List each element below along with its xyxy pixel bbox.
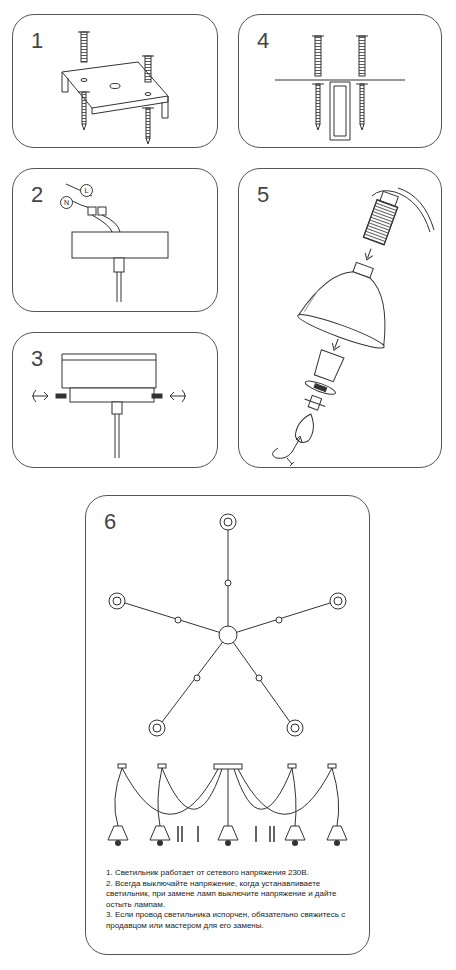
step-number: 5	[257, 183, 269, 207]
step-panel: 2 L N	[12, 168, 218, 312]
wire-label: N	[64, 199, 69, 207]
chandelier-side-view	[108, 764, 347, 846]
step-number: 4	[257, 29, 269, 53]
step-panel: 3	[12, 332, 218, 468]
mounting-bracket	[62, 32, 168, 144]
terminal-circle: N	[60, 196, 73, 209]
safety-notes: 1. Светильник работает от сетевого напря…	[106, 868, 364, 931]
safety-note: 3. Если провод светильника испорчен, обя…	[106, 910, 364, 931]
step-panel: 1	[12, 14, 218, 148]
safety-note: 2. Всегда выключайте напряжение, когда у…	[106, 879, 364, 911]
step-panel: 5	[238, 168, 442, 468]
canopy-wiring	[66, 184, 168, 302]
step-panel: 6 1. Светильник работает от сетевого напр…	[85, 495, 370, 955]
step-panel: 4	[238, 14, 442, 148]
step-number: 2	[31, 183, 43, 207]
lamp-assembly	[257, 178, 434, 466]
chandelier-top-view	[109, 514, 346, 736]
step-number: 1	[31, 29, 43, 53]
step-number: 3	[31, 347, 43, 371]
step-number: 6	[104, 510, 116, 534]
wire-label: L	[85, 187, 89, 195]
terminal-circle: L	[80, 184, 93, 197]
safety-note: 1. Светильник работает от сетевого напря…	[106, 868, 364, 879]
canopy-cover	[32, 354, 186, 458]
ceiling-mount	[275, 36, 405, 140]
